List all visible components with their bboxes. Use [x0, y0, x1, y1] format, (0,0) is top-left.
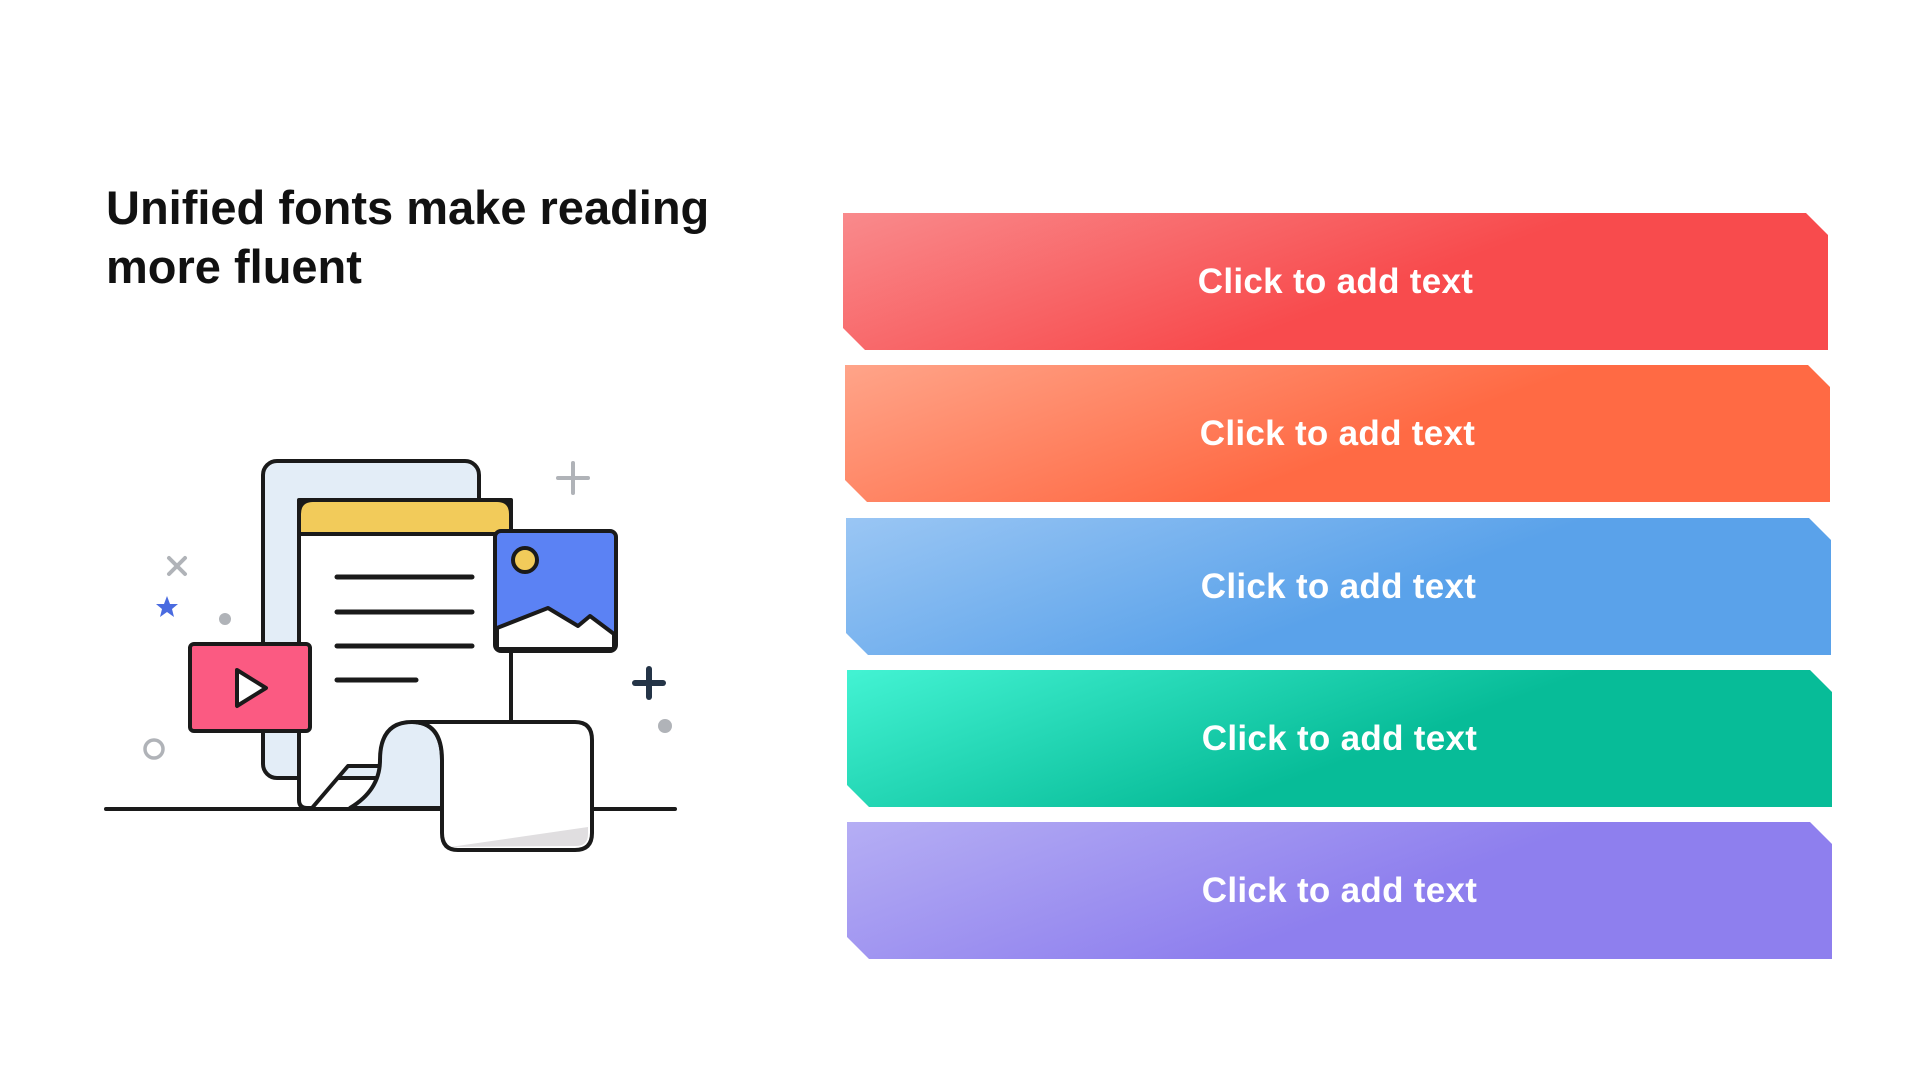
- text-bar-1[interactable]: Click to add text: [843, 213, 1828, 350]
- document-illustration: [104, 459, 677, 852]
- text-bar-3[interactable]: Click to add text: [846, 518, 1831, 655]
- text-bar-label: Click to add text: [1197, 261, 1474, 301]
- text-bar-label: Click to add text: [1199, 413, 1476, 453]
- text-bar-label: Click to add text: [1201, 870, 1478, 910]
- plus-icon: [632, 666, 666, 700]
- plus-icon: [556, 461, 590, 495]
- circle-icon: [219, 613, 231, 625]
- text-bar-2[interactable]: Click to add text: [845, 365, 1830, 502]
- circle-icon: [143, 738, 165, 760]
- slide-title[interactable]: Unified fonts make reading more fluent: [106, 181, 710, 293]
- circle-icon: [658, 719, 672, 733]
- text-bar-4[interactable]: Click to add text: [847, 670, 1832, 807]
- scroll-icon: [348, 720, 594, 852]
- play-video-icon: [188, 642, 312, 733]
- close-x-icon: [167, 556, 187, 576]
- text-bar-5[interactable]: Click to add text: [847, 822, 1832, 959]
- text-bar-label: Click to add text: [1201, 718, 1478, 758]
- image-icon: [493, 529, 618, 653]
- text-bar-label: Click to add text: [1200, 566, 1477, 606]
- star-icon: [156, 596, 178, 617]
